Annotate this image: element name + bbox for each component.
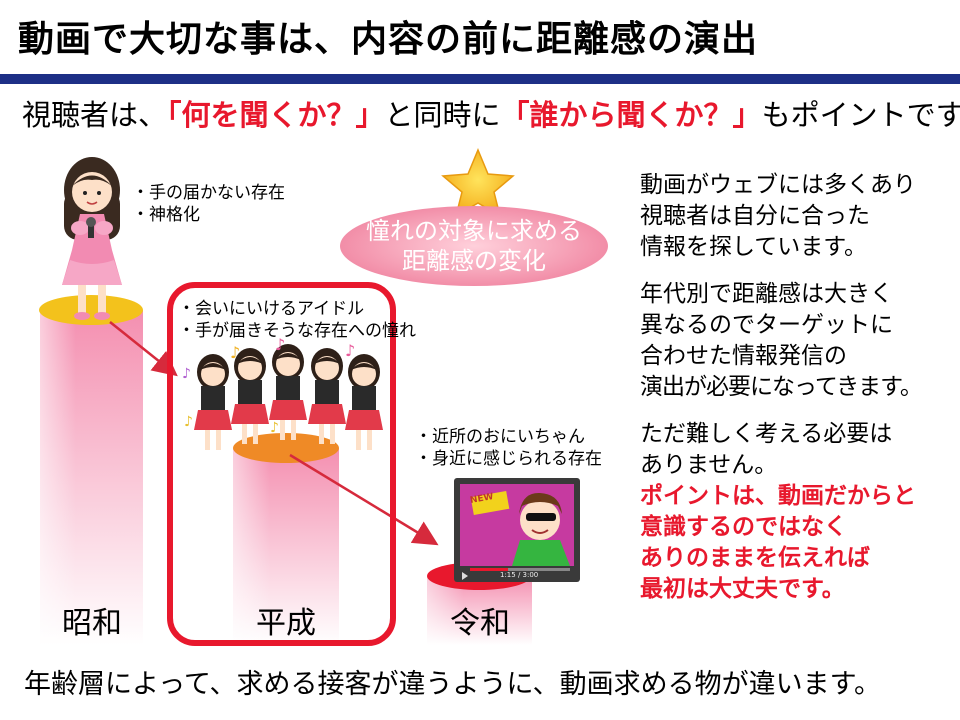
explanation-paragraph-3: ただ難しく考える必要は ありません。 ポイントは、動画だからと 意識するのではな… xyxy=(640,419,955,605)
explanation-line: 合わせた情報発信の xyxy=(640,343,847,369)
reiwa-note: ・身近に感じられる存在 xyxy=(415,449,602,469)
explanation-line: ありません。 xyxy=(640,452,778,478)
svg-text:♪: ♪ xyxy=(270,420,279,436)
svg-text:♪: ♪ xyxy=(230,343,240,362)
explanation-line: 異なるのでターゲットに xyxy=(640,312,893,338)
svg-text:♪: ♪ xyxy=(345,341,355,360)
svg-text:♪: ♪ xyxy=(184,414,193,430)
heisei-note: ・手が届きそうな存在への憧れ xyxy=(178,321,416,341)
showa-note: ・神格化 xyxy=(132,205,200,225)
emphasis-line: 最初は大丈夫です。 xyxy=(640,576,845,602)
explanation-line: 年代別で距離感は大きく xyxy=(640,281,893,307)
page-title: 動画で大切な事は、内容の前に距離感の演出 xyxy=(18,19,759,60)
star-icon xyxy=(441,148,515,218)
explanation-line: 動画がウェブには多くあり xyxy=(640,172,916,198)
explanation-line: 視聴者は自分に合った xyxy=(640,203,870,229)
title-underline-bar xyxy=(0,74,960,84)
subtitle-middle: と同時に xyxy=(384,98,501,132)
heisei-highlight-frame xyxy=(167,282,396,646)
subtitle: 視聴者は、「何を聞くか？」と同時に「誰から聞くか？」もポイントです xyxy=(22,92,960,134)
showa-notes: ・手の届かない存在 ・神格化 xyxy=(132,182,285,226)
subtitle-suffix: もポイントです xyxy=(761,98,960,132)
explanation-paragraph-1: 動画がウェブには多くあり 視聴者は自分に合った 情報を探しています。 xyxy=(640,170,955,263)
emphasis-line: ありのままを伝えれば xyxy=(640,545,870,571)
bubble-line: 憧れの対象に求める xyxy=(366,217,582,245)
showa-note: ・手の届かない存在 xyxy=(132,183,285,203)
subtitle-highlight-what: 「何を聞くか？」 xyxy=(167,98,385,132)
explanation-line: ただ難しく考える必要は xyxy=(640,421,893,447)
emphasis-line: 意識するのではなく xyxy=(640,514,847,540)
explanation-text: 動画がウェブには多くあり 視聴者は自分に合った 情報を探しています。 年代別で距… xyxy=(640,170,955,621)
distance-change-bubble: 憧れの対象に求める 距離感の変化 xyxy=(340,206,608,286)
emphasis-line: ポイントは、動画だからと xyxy=(640,483,916,509)
bubble-line: 距離感の変化 xyxy=(402,247,546,275)
heisei-notes: ・会いにいけるアイドル ・手が届きそうな存在への憧れ xyxy=(178,298,416,342)
pillar-reiwa xyxy=(427,562,532,645)
footer-summary: 年齢層によって、求める接客が違うように、動画求める物が違います。 xyxy=(24,669,881,700)
pillar-showa xyxy=(39,295,143,645)
reiwa-notes: ・近所のおにいちゃん ・身近に感じられる存在 xyxy=(415,426,602,470)
era-label-reiwa: 令和 xyxy=(450,606,510,641)
video-time: 1:15 / 3:00 xyxy=(500,571,539,579)
pillar-heisei xyxy=(233,433,339,645)
reiwa-note: ・近所のおにいちゃん xyxy=(415,427,585,447)
arrow-showa-to-heisei xyxy=(109,321,178,377)
era-label-showa: 昭和 xyxy=(62,606,122,641)
svg-text:♪: ♪ xyxy=(182,366,191,382)
subtitle-highlight-who: 「誰から聞くか？」 xyxy=(500,98,762,132)
svg-text:♪: ♪ xyxy=(275,335,285,354)
arrow-heisei-to-reiwa xyxy=(289,453,439,546)
explanation-paragraph-2: 年代別で距離感は大きく 異なるのでターゲットに 合わせた情報発信の 演出が必要に… xyxy=(640,279,955,403)
era-label-heisei: 平成 xyxy=(256,606,316,641)
explanation-line: 情報を探しています。 xyxy=(640,234,868,260)
heisei-note: ・会いにいけるアイドル xyxy=(178,299,365,319)
explanation-line: 演出が必要になってきます。 xyxy=(640,374,923,400)
subtitle-prefix: 視聴者は、 xyxy=(22,98,168,132)
showa-idol-illustration xyxy=(62,157,122,320)
reiwa-video-player-illustration xyxy=(454,478,580,582)
heisei-idol-group-illustration: ♪ ♪ ♪ ♪ ♪ ♪ xyxy=(182,335,383,450)
